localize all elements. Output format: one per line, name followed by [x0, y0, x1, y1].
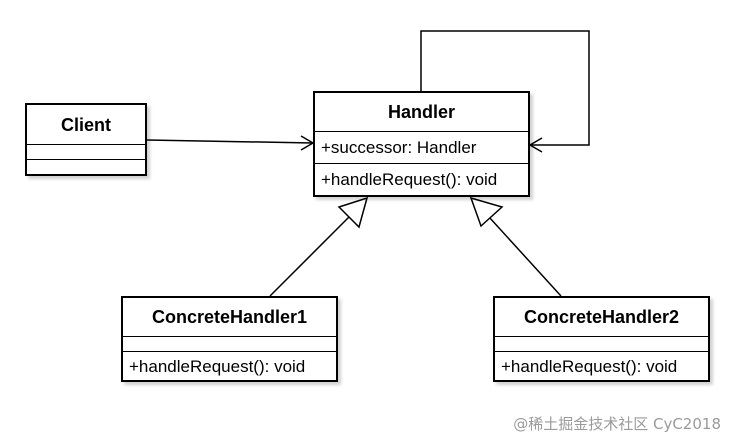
class-name: Handler — [315, 93, 528, 132]
class-name: ConcreteHandler1 — [123, 298, 336, 337]
attribute-compartment — [123, 337, 336, 352]
method-handle-request: +handleRequest(): void — [321, 170, 498, 189]
class-client[interactable]: Client — [25, 103, 147, 176]
method-handle-request: +handleRequest(): void — [501, 357, 678, 376]
association-client-handler — [146, 139, 314, 144]
attribute-compartment — [27, 145, 145, 160]
method-compartment — [27, 160, 145, 175]
watermark: @稀土掘金技术社区 CyC2018 — [513, 415, 721, 433]
self-association-successor — [420, 30, 590, 146]
attribute-compartment — [495, 337, 708, 352]
class-name: ConcreteHandler2 — [495, 298, 708, 337]
generalization-ch1-handler — [269, 216, 350, 297]
generalization-ch2-handler — [488, 216, 562, 297]
self-association-arrowhead — [528, 137, 543, 153]
generalization-triangle-1 — [337, 196, 369, 229]
method-handle-request: +handleRequest(): void — [129, 357, 306, 376]
class-handler[interactable]: Handler +successor: Handler +handleReque… — [313, 91, 530, 197]
generalization-triangle-2 — [469, 196, 504, 228]
class-concrete-handler-1[interactable]: ConcreteHandler1 +handleRequest(): void — [121, 296, 338, 382]
class-concrete-handler-2[interactable]: ConcreteHandler2 +handleRequest(): void — [493, 296, 710, 382]
class-name: Client — [27, 105, 145, 145]
attribute-successor: +successor: Handler — [315, 132, 528, 164]
